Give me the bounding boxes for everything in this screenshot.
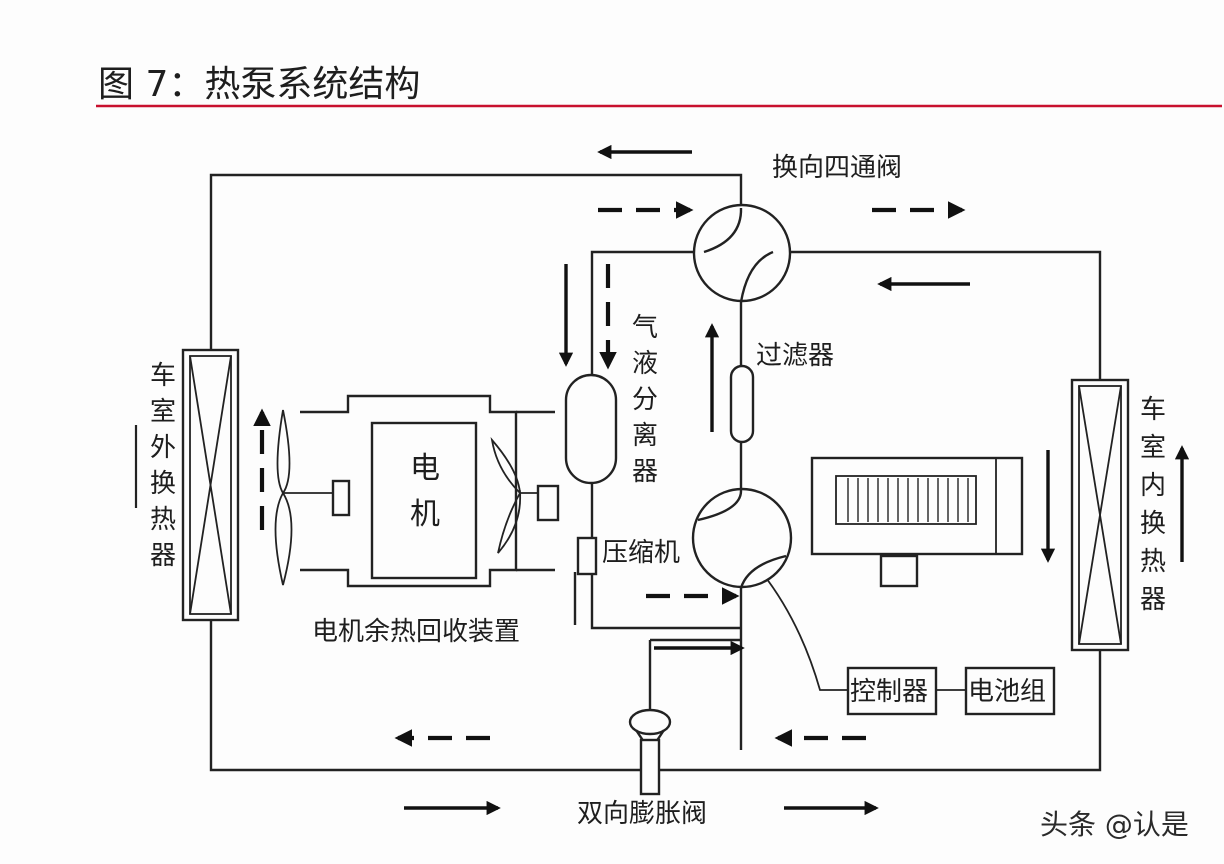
outdoor-heat-exchanger bbox=[181, 348, 240, 622]
figure-title: 图 7：热泵系统结构 bbox=[98, 64, 420, 105]
refrigerant-pipes bbox=[209, 173, 1102, 772]
battery-label: 电池组 bbox=[968, 677, 1046, 707]
indoor-exchanger-label: 车室内换热器 bbox=[1140, 395, 1166, 615]
motor-heat-recovery-label: 电机余热回收装置 bbox=[312, 617, 520, 647]
flow-arrows bbox=[253, 144, 1190, 816]
separator-label: 气液分离器 bbox=[632, 313, 658, 487]
fan-right-icon bbox=[490, 436, 560, 554]
indoor-vent-unit bbox=[810, 456, 1024, 588]
four-way-valve-label: 换向四通阀 bbox=[772, 153, 902, 183]
filter-label: 过滤器 bbox=[756, 341, 834, 371]
compressor-label: 压缩机 bbox=[602, 538, 680, 568]
filter bbox=[729, 364, 755, 444]
indoor-heat-exchanger bbox=[1070, 378, 1130, 652]
expansion-valve bbox=[628, 708, 672, 796]
gas-liquid-separator bbox=[564, 373, 618, 485]
fan-left-icon bbox=[274, 409, 351, 586]
separator-outlet bbox=[576, 536, 598, 576]
motor-heat-recovery-device bbox=[274, 394, 560, 588]
controller-box bbox=[846, 666, 938, 716]
expansion-valve-label: 双向膨胀阀 bbox=[577, 799, 707, 829]
controller-label: 控制器 bbox=[850, 677, 928, 707]
compressor bbox=[691, 487, 793, 589]
motor-label: 电机 bbox=[410, 451, 440, 532]
outdoor-exchanger-label: 车室外换热器 bbox=[150, 361, 176, 571]
four-way-valve bbox=[692, 203, 792, 303]
watermark: 头条 @认是 bbox=[1040, 808, 1189, 841]
battery-box bbox=[964, 666, 1056, 716]
